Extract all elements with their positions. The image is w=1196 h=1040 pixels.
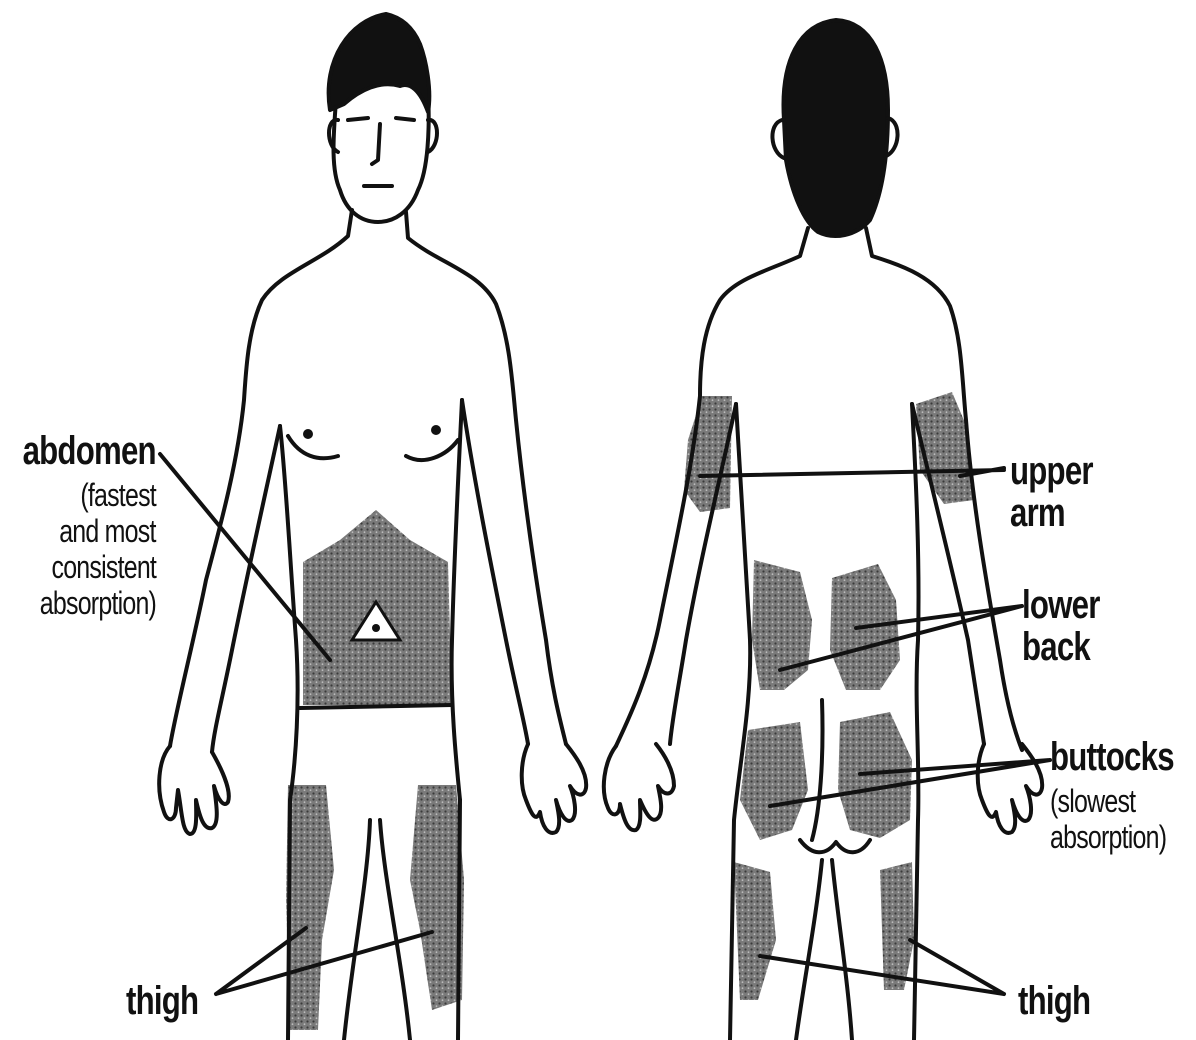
front-right-hand xyxy=(522,744,586,833)
front-chest xyxy=(288,436,458,460)
buttocks-label: buttocks xyxy=(1050,736,1174,778)
front-thigh-left-zone xyxy=(286,785,334,1030)
front-thigh-right-zone xyxy=(410,785,464,1010)
abdomen-label: abdomen xyxy=(23,430,156,472)
upper-arm-leader xyxy=(700,468,1004,476)
back-legs xyxy=(796,860,852,1040)
lower-back-leader xyxy=(780,606,1022,670)
abdomen-note-line-4: absorption) xyxy=(40,586,156,620)
back-buttock-left-zone xyxy=(740,722,808,840)
abdomen-leader xyxy=(160,454,330,660)
abdomen-note-line-2: and most xyxy=(60,514,156,548)
back-left-hand xyxy=(604,744,674,830)
back-thigh-left-zone xyxy=(734,862,776,1000)
back-figure xyxy=(604,20,1042,1040)
back-ear-left xyxy=(772,120,784,158)
buttocks-note-line-1: (slowest xyxy=(1050,784,1135,818)
abdomen-note-line-1: (fastest xyxy=(80,478,156,512)
abdomen-note-line-3: consistent xyxy=(51,550,156,584)
back-thigh-leader xyxy=(760,940,1004,994)
front-waist xyxy=(300,705,452,708)
back-buttock-right-zone xyxy=(838,712,912,838)
upper-arm-label: upper arm xyxy=(1010,450,1155,534)
back-thigh-right-zone xyxy=(880,862,914,990)
front-figure xyxy=(159,14,586,1040)
buttocks-note-line-2: absorption) xyxy=(1050,820,1166,854)
front-thigh-label: thigh xyxy=(126,980,198,1022)
back-thigh-label: thigh xyxy=(1018,980,1090,1022)
back-right-hand xyxy=(978,744,1042,833)
back-head xyxy=(783,20,888,236)
lower-back-label: lower back xyxy=(1022,584,1158,668)
front-left-hand xyxy=(159,746,229,834)
